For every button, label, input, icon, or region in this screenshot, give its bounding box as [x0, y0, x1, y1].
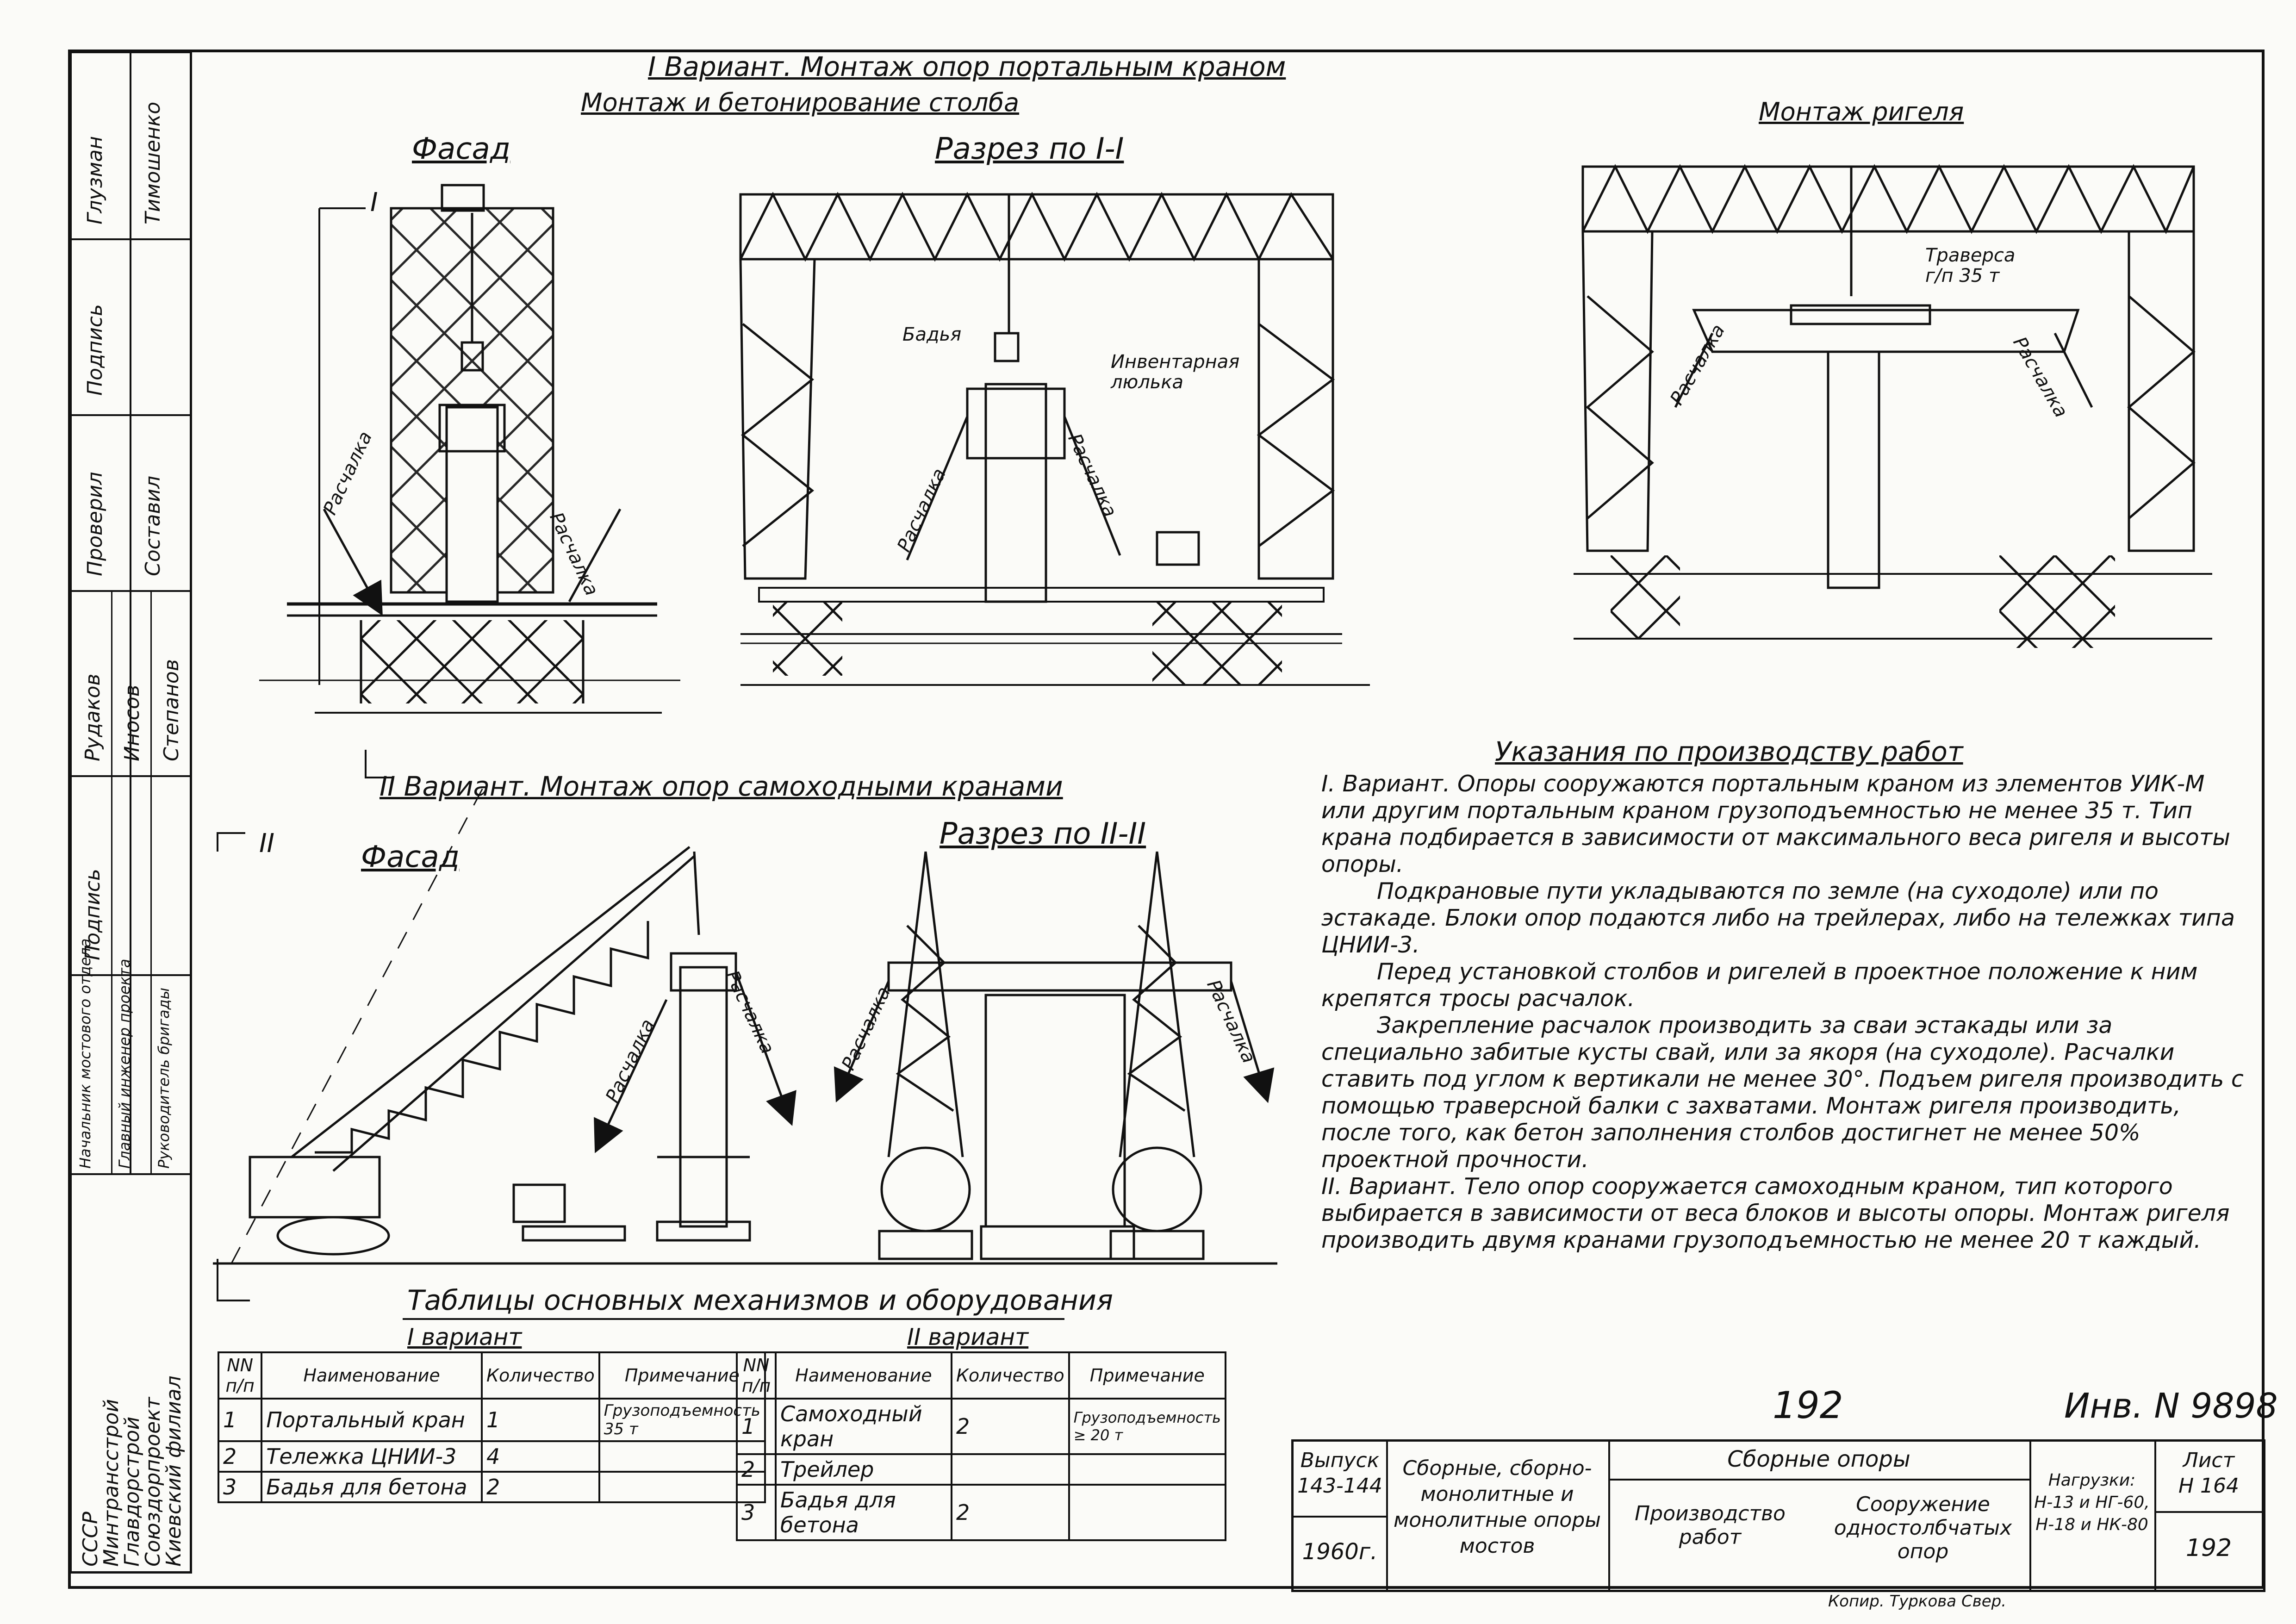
- org-1: СССР: [79, 1512, 102, 1567]
- sb-name-1: Глузман: [83, 136, 107, 224]
- sb-name-4: Иносов: [120, 684, 144, 761]
- variant1-title: I Вариант. Монтаж опор портальным краном: [648, 51, 1286, 82]
- sheet-name: Производство работ: [1635, 1502, 1786, 1549]
- sb-name-5: Степанов: [160, 659, 183, 761]
- riegel-title: Монтаж ригеля: [1759, 97, 1964, 126]
- facade1-label: Фасад: [412, 132, 510, 166]
- col-qty: Количество: [481, 1351, 600, 1400]
- sheet-label: Лист: [2183, 1449, 2235, 1472]
- signature-sidebar: Глузман Тимошенко Подпись Проверил Соста…: [69, 51, 192, 1574]
- sb-checked: Проверил: [83, 472, 107, 576]
- org-2: Минтрансстрой: [100, 1399, 123, 1567]
- col-name: Наименование: [261, 1351, 483, 1400]
- issue-label: Выпуск: [1300, 1449, 1380, 1472]
- variant2-title: II Вариант. Монтаж опор самоходными кран…: [380, 771, 1063, 802]
- copy-note: Копир. Туркова Свер.: [1828, 1592, 2007, 1611]
- page-number: 192: [1773, 1384, 1843, 1427]
- sb-name-2: Тимошенко: [141, 101, 165, 224]
- section-mark-1: I: [370, 187, 378, 218]
- subject: Сооружение одностолбчатых опор: [1834, 1493, 2012, 1563]
- sheet-page: 192: [2185, 1534, 2232, 1562]
- work-instructions: I. Вариант. Опоры сооружаются портальным…: [1321, 771, 2247, 1254]
- notes-heading: Указания по производству работ: [1495, 736, 1963, 767]
- loads: Нагрузки: Н-13 и НГ-60, Н-18 и НК-80: [2034, 1471, 2150, 1534]
- sb-signature-1: Подпись: [83, 304, 107, 396]
- org-4: Союздорпроект: [141, 1397, 165, 1567]
- col-n: NN п/п: [217, 1351, 263, 1400]
- year: 1960г.: [1302, 1539, 1378, 1565]
- table2-caption: II вариант: [907, 1324, 1029, 1350]
- table1-caption: I вариант: [407, 1324, 522, 1350]
- sheet-value: Н 164: [2178, 1474, 2240, 1498]
- sb-role-1: Начальник мостового отдела: [76, 938, 94, 1169]
- section1-label: Разрез по I-I: [935, 132, 1124, 166]
- table-row: 1 Портальный кран 1 Грузоподъемность 35 …: [217, 1398, 766, 1442]
- title-block: Выпуск 143-144 1960г. Сборные, сборно-мо…: [1291, 1439, 2265, 1592]
- section-2-drawing: [833, 851, 1277, 1265]
- sb-role-2: Главный инженер проекта: [116, 958, 133, 1169]
- org-3: Главдорстрой: [120, 1416, 144, 1567]
- variant1-subtitle: Монтаж и бетонирование столба: [581, 88, 1020, 117]
- series-title: Сборные, сборно-монолитные и монолитные …: [1394, 1456, 1601, 1558]
- section2-label: Разрез по II-II: [940, 817, 1146, 851]
- table-row: 2 Трейлер: [736, 1453, 1227, 1486]
- traverse-label: Траверса г/п 35 т: [1925, 245, 2016, 286]
- section-name: Сборные опоры: [1727, 1446, 1910, 1472]
- notes-p1: I. Вариант. Опоры сооружаются портальным…: [1321, 771, 2230, 877]
- mechanisms-table-2: NN п/п Наименование Количество Примечани…: [736, 1351, 1227, 1541]
- bucket-label: Бадья: [902, 324, 962, 345]
- issue-value: 143-144: [1297, 1474, 1382, 1498]
- sb-role-3: Руководитель бригады: [155, 988, 173, 1169]
- notes-p5: II. Вариант. Тело опор сооружается самох…: [1321, 1173, 2230, 1253]
- org-5: Киевский филиал: [162, 1375, 186, 1567]
- table-row: 2 Тележка ЦНИИ-3 4: [217, 1440, 766, 1473]
- facade-1-drawing: [259, 184, 680, 778]
- sb-compiled: Составил: [141, 475, 165, 576]
- section-mark-2: II: [259, 828, 275, 859]
- tables-heading: Таблицы основных механизмов и оборудован…: [407, 1284, 1113, 1317]
- inventory-number: Инв. N 9898: [2064, 1386, 2278, 1426]
- section-1-drawing: [739, 192, 1370, 686]
- facade-2-drawing: [213, 782, 833, 1301]
- sb-name-3: Рудаков: [81, 673, 105, 761]
- cradle-label: Инвентарная люлька: [1111, 351, 1240, 393]
- riegel-drawing: [1574, 164, 2212, 648]
- notes-p2: Подкрановые пути укладываются по земле (…: [1321, 878, 2235, 958]
- notes-p3: Перед установкой столбов и ригелей в про…: [1321, 958, 2198, 1012]
- table-row: 3 Бадья для бетона 2: [217, 1471, 766, 1503]
- table-row: 3 Бадья для бетона 2: [736, 1484, 1227, 1541]
- mechanisms-table-1: NN п/п Наименование Количество Примечани…: [217, 1351, 766, 1503]
- notes-p4: Закрепление расчалок производить за сваи…: [1321, 1012, 2244, 1173]
- table-row: 1 Самоходный кран 2 Грузоподъемность ≥ 2…: [736, 1398, 1227, 1455]
- facade2-label: Фасад: [361, 840, 460, 874]
